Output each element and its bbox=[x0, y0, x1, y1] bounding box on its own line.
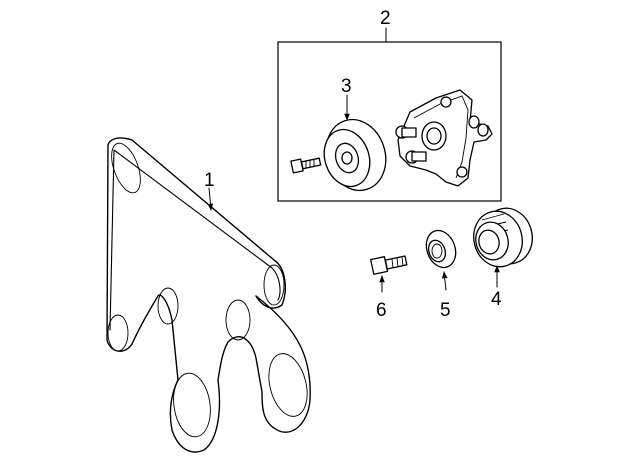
callout-3: 3 bbox=[341, 76, 352, 97]
washer[interactable] bbox=[421, 226, 460, 271]
idler-pulley[interactable] bbox=[317, 112, 395, 198]
pulley-bolt[interactable] bbox=[290, 157, 322, 174]
bolt[interactable] bbox=[370, 255, 408, 275]
tensioner-bracket[interactable] bbox=[395, 89, 493, 187]
tensioner-assembly-box[interactable] bbox=[277, 41, 502, 202]
crankshaft-pulley[interactable] bbox=[468, 203, 539, 273]
callout-6: 6 bbox=[376, 300, 387, 321]
callout-1: 1 bbox=[204, 170, 215, 191]
callout-leaders bbox=[207, 27, 500, 293]
callout-2: 2 bbox=[380, 8, 391, 29]
callout-5: 5 bbox=[440, 300, 451, 321]
callout-4: 4 bbox=[491, 289, 502, 310]
drive-belt[interactable] bbox=[106, 137, 313, 453]
leader-5 bbox=[441, 271, 448, 291]
leader-1 bbox=[207, 187, 214, 211]
